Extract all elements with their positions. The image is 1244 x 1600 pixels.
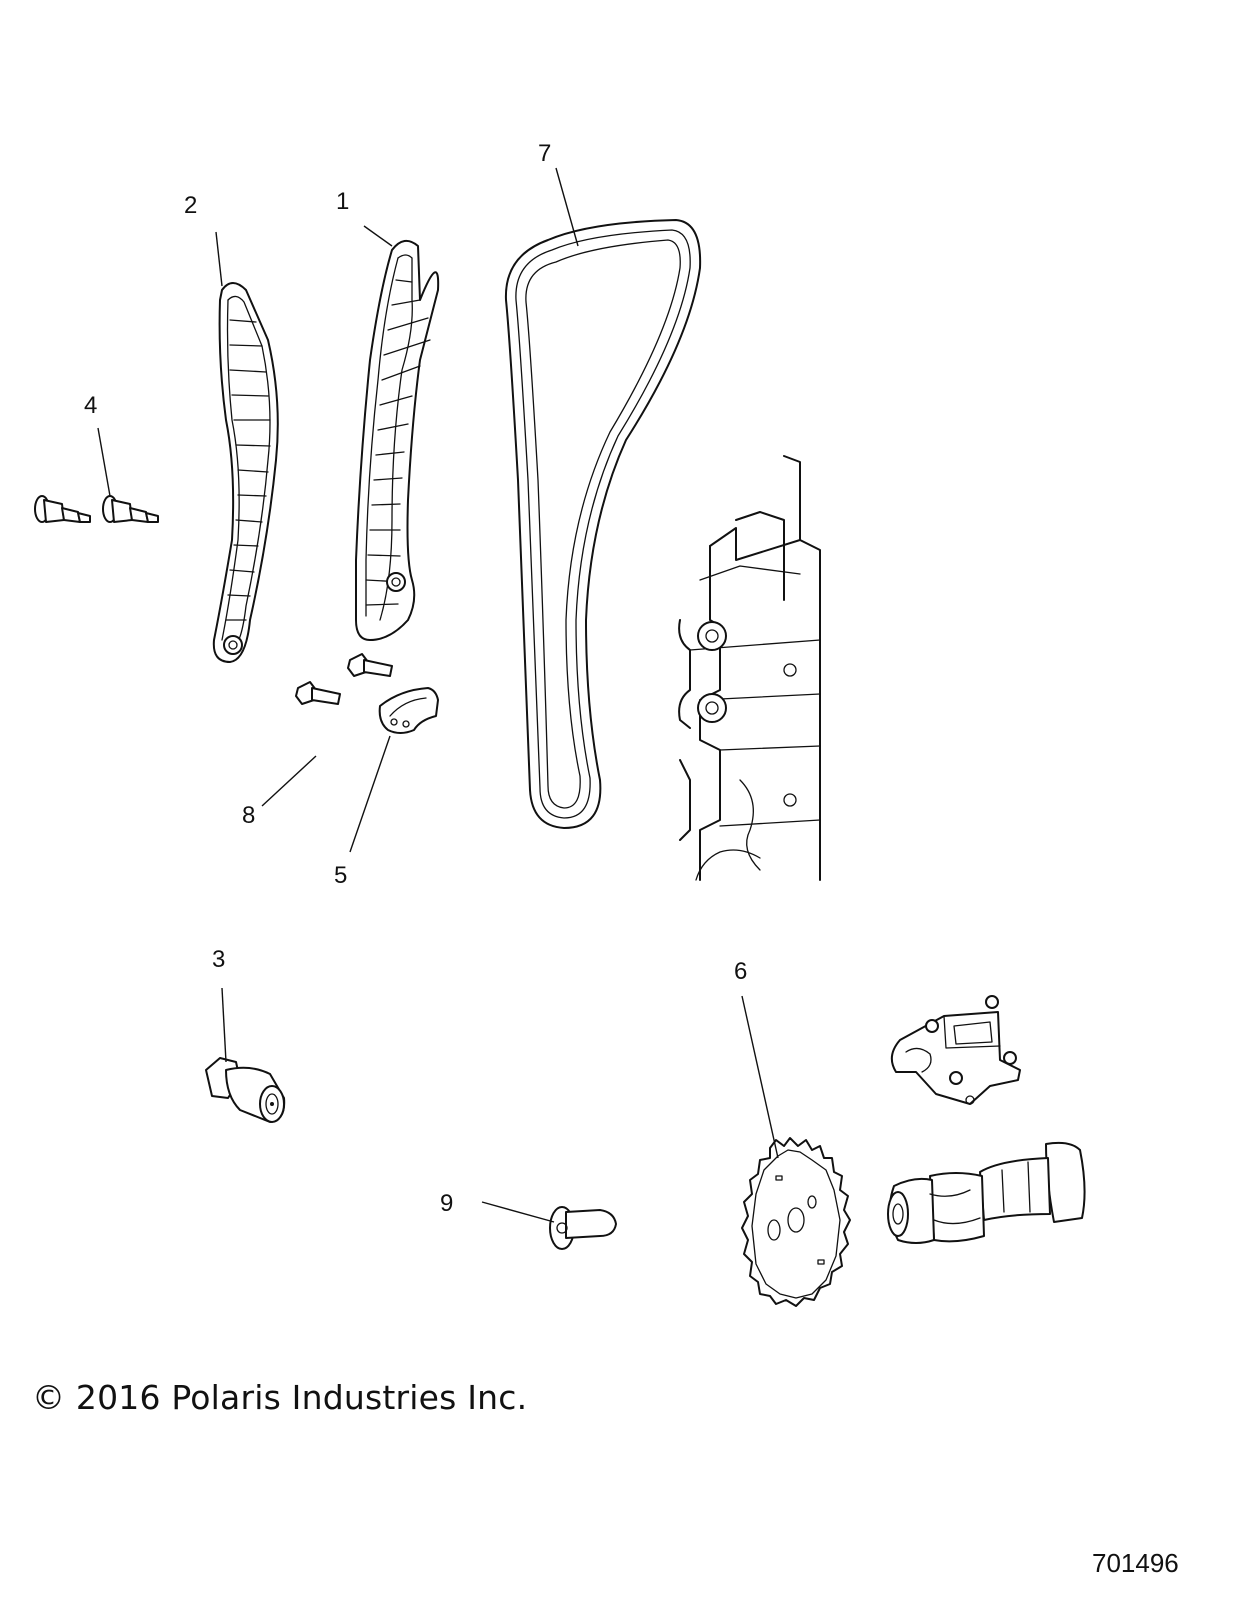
part-8-bolts xyxy=(295,653,393,705)
leader-7 xyxy=(555,167,579,247)
callout-9: 9 xyxy=(440,1190,454,1217)
callout-3: 3 xyxy=(212,946,226,973)
part-1-guide-blade xyxy=(355,239,440,641)
callout-5: 5 xyxy=(334,862,348,889)
callout-7: 7 xyxy=(538,140,552,167)
leader-3 xyxy=(221,987,227,1063)
part-3-tensioner xyxy=(205,1057,286,1123)
callout-8: 8 xyxy=(242,802,256,829)
callout-1: 1 xyxy=(336,188,350,215)
callout-4: 4 xyxy=(84,392,98,419)
part-7-cam-chain xyxy=(504,219,702,829)
leader-6 xyxy=(741,995,779,1159)
callout-2: 2 xyxy=(184,192,198,219)
leader-1 xyxy=(363,225,393,247)
leader-5 xyxy=(349,735,391,853)
copyright-notice: © 2016 Polaris Industries Inc. xyxy=(32,1378,528,1417)
leader-8 xyxy=(261,755,317,807)
camshaft xyxy=(887,1141,1086,1244)
leader-4 xyxy=(97,427,111,497)
part-2-tensioner-blade xyxy=(212,282,279,663)
part-5-bracket xyxy=(378,687,439,734)
leader-lines xyxy=(97,167,779,1223)
drawing-number: 701496 xyxy=(1092,1548,1179,1578)
leader-2 xyxy=(215,231,223,287)
engine-head-housing xyxy=(678,455,821,881)
part-6-cam-sprocket xyxy=(741,1137,851,1307)
part-9-screw xyxy=(549,1206,617,1250)
callout-6: 6 xyxy=(734,958,748,985)
cam-cap-assembly xyxy=(890,995,1021,1105)
part-4-pivot-bolts xyxy=(34,495,159,523)
leader-9 xyxy=(481,1201,555,1223)
